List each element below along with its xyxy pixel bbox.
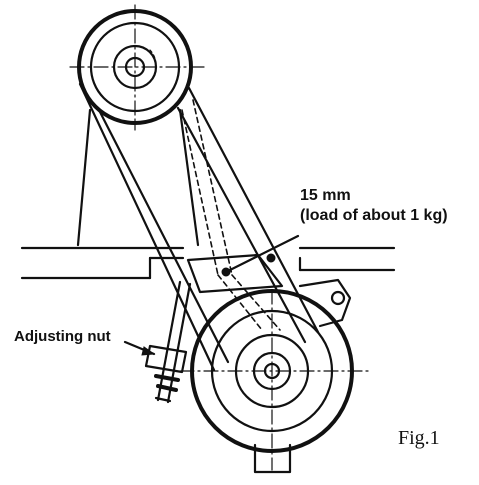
figure-label: Fig.1 [398,427,440,449]
adjusting-nut-label: Adjusting nut [14,328,111,345]
deflected-belt [181,99,281,331]
adjusting-bolt [144,280,192,404]
deflection-label: 15 mm [300,187,351,204]
load-label: (load of about 1 kg) [300,207,448,224]
motor-pulley [179,289,371,474]
drive-belt [78,82,320,372]
upper-frame [76,108,200,247]
deflection-annotation: 15 mm (load of about 1 kg) [300,187,448,224]
upper-pulley [69,4,206,131]
adjusting-nut-annotation: Adjusting nut [14,328,156,356]
bench-top [20,246,396,280]
